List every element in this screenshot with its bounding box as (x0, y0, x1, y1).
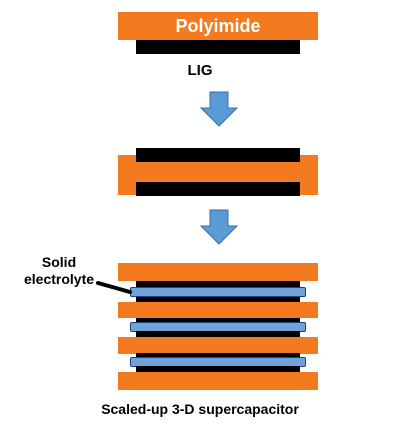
stack-polyimide-4 (118, 372, 318, 390)
stack-lig-1 (136, 281, 300, 289)
lig-layer-middle-upper (136, 148, 300, 162)
solid-electrolyte-line2: electrolyte (24, 271, 95, 287)
lig-label: LIG (187, 62, 213, 79)
caption: Scaled-up 3-D supercapacitor (101, 401, 299, 417)
stack-polyimide-2 (118, 302, 318, 318)
stack-lig-6 (136, 366, 300, 373)
down-arrow-icon (199, 91, 239, 127)
stack-lig-4 (136, 331, 300, 337)
solid-electrolyte-label: Solid electrolyte (24, 254, 94, 288)
stack-polyimide-1 (118, 263, 318, 281)
stack-lig-3 (136, 318, 300, 324)
stack-polyimide-3 (118, 337, 318, 354)
down-arrow-icon (199, 209, 239, 245)
polyimide-label: Polyimide (175, 16, 261, 36)
polyimide-sheet-top: Polyimide (118, 12, 318, 40)
lig-layer-top (136, 40, 300, 54)
stack-lig-5 (136, 353, 300, 359)
stack-lig-2 (136, 297, 300, 303)
lig-layer-middle-lower (136, 182, 300, 196)
solid-electrolyte-line1: Solid (41, 254, 77, 270)
